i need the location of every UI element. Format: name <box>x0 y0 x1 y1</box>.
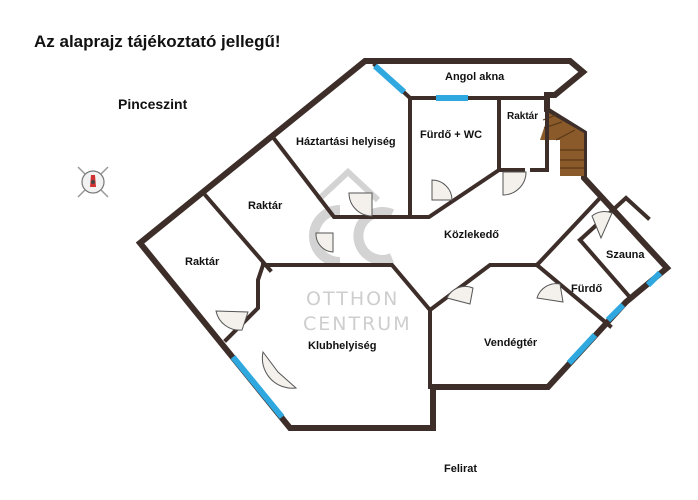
room-raktar-left: Raktár <box>185 256 220 268</box>
compass-icon <box>77 166 109 198</box>
watermark-line1: OTTHON <box>306 288 399 310</box>
watermark-logo: OTTHON CENTRUM <box>303 167 412 335</box>
room-szauna: Szauna <box>606 249 645 261</box>
room-furdo-wc: Fürdő + WC <box>420 129 482 141</box>
room-vendegter: Vendégtér <box>484 337 538 349</box>
room-haztartasi: Háztartási helyiség <box>296 136 396 148</box>
watermark-line2: CENTRUM <box>303 313 412 335</box>
staircase <box>540 113 584 176</box>
room-furdo: Fürdő <box>571 283 602 295</box>
room-raktar-small: Raktár <box>507 111 538 122</box>
page-title: Az alaprajz tájékoztató jellegű! <box>34 32 281 51</box>
room-raktar-mid: Raktár <box>248 200 283 212</box>
room-klubhelyiseg: Klubhelyiség <box>308 340 376 352</box>
windows <box>230 63 663 419</box>
outer-wall <box>135 58 672 431</box>
footer-caption: Felirat <box>444 463 477 475</box>
room-angol-akna: Angol akna <box>445 71 505 83</box>
interior-walls <box>203 96 651 389</box>
room-kozlekedo: Közlekedő <box>444 229 499 241</box>
doors <box>215 171 613 389</box>
level-label: Pinceszint <box>118 96 188 112</box>
